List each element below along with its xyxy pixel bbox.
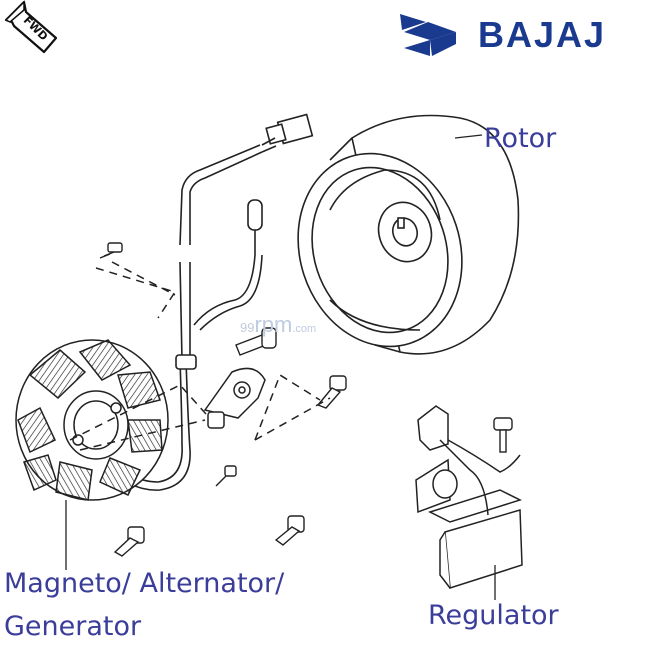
rotor-label: Rotor <box>484 123 557 154</box>
magneto-label-line2: Generator <box>4 611 142 642</box>
watermark-main: rpm <box>254 312 292 337</box>
rotor-part <box>297 114 520 355</box>
screw-regulator-icon <box>493 417 513 453</box>
rotor-leader-line <box>454 134 483 139</box>
screw-center-icon <box>235 327 277 356</box>
watermark-suffix: .com <box>292 323 316 335</box>
fwd-arrow-icon: FWD <box>4 0 58 54</box>
magneto-stator-part <box>15 339 169 501</box>
assembly-guide-lines <box>69 261 331 451</box>
pulser-coil <box>203 367 266 429</box>
brand-name: BAJAJ <box>478 14 606 55</box>
watermark-text: 99rpm.com <box>240 312 316 337</box>
screw-bottom-left-icon <box>113 526 145 557</box>
screw-top-left-icon <box>99 242 123 259</box>
magneto-label-line1: Magneto/ Alternator/ <box>4 568 285 599</box>
regulator-label: Regulator <box>428 600 560 631</box>
screw-small-icon <box>215 465 237 487</box>
bajaj-hexagon-logo-icon <box>400 14 456 56</box>
screw-bottom-center-icon <box>274 515 305 546</box>
regulator-part <box>415 405 523 589</box>
watermark-prefix: 99 <box>240 320 254 335</box>
